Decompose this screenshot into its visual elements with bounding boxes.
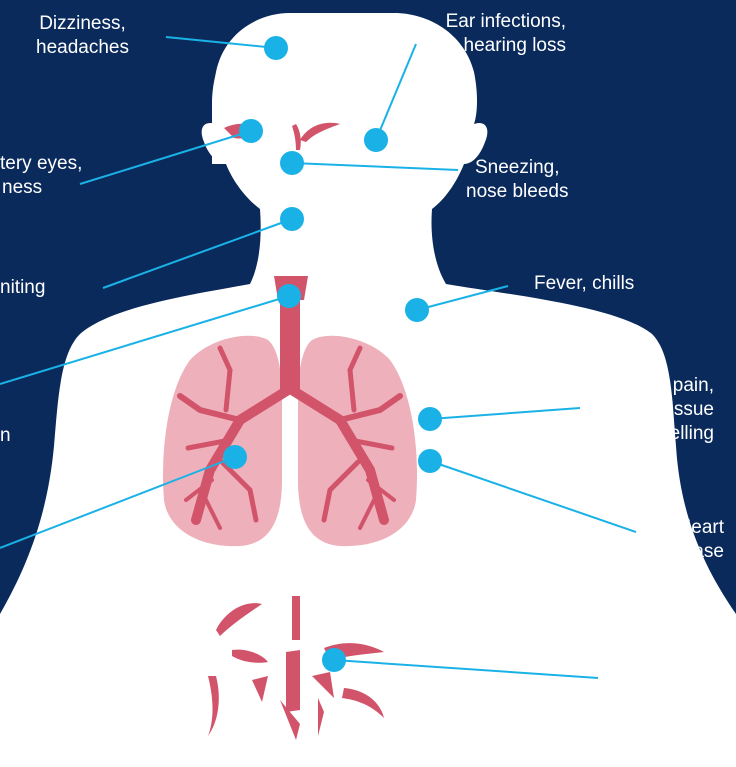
label-eyes-line2: ness: [0, 176, 82, 200]
label-left-cut: n: [0, 424, 11, 448]
marker-heart: [418, 449, 442, 473]
label-heart: Heart disease: [659, 516, 725, 564]
marker-nose: [280, 151, 304, 175]
marker-head: [264, 36, 288, 60]
label-chest-line1: Chest pain,: [618, 374, 714, 398]
label-fever: Fever, chills: [534, 272, 634, 296]
marker-throat: [277, 284, 301, 308]
label-fever-line1: Fever, chills: [534, 272, 634, 296]
label-muscle: Muscle pain, rashes: [627, 658, 734, 706]
label-nose-line2: nose bleeds: [466, 180, 568, 204]
label-heart-line2: disease: [659, 540, 725, 564]
marker-shoulder: [405, 298, 429, 322]
label-left-cut-line1: n: [0, 424, 11, 448]
label-muscle-line1: Muscle pain,: [627, 658, 734, 682]
marker-chest: [418, 407, 442, 431]
label-chest: Chest pain, lung tissue swelling: [618, 374, 714, 446]
label-chest-line2: lung tissue: [618, 398, 714, 422]
label-dizziness: Dizziness, headaches: [36, 12, 129, 60]
label-eyes: tery eyes, ness: [0, 152, 82, 200]
marker-lung: [223, 445, 247, 469]
label-heart-line1: Heart: [659, 516, 725, 540]
label-ear-line1: Ear infections,: [446, 10, 566, 34]
label-nose-line1: Sneezing,: [466, 156, 568, 180]
label-vomiting-line1: niting: [0, 276, 45, 300]
label-dizziness-line1: Dizziness,: [36, 12, 129, 36]
marker-ear: [364, 128, 388, 152]
trachea: [280, 296, 300, 392]
label-dizziness-line2: headaches: [36, 36, 129, 60]
marker-eye: [239, 119, 263, 143]
marker-abdomen: [322, 648, 346, 672]
head-shape: [212, 14, 390, 164]
label-ear-line2: hearing loss: [446, 34, 566, 58]
label-vomiting: niting: [0, 276, 45, 300]
label-eyes-line1: tery eyes,: [0, 152, 82, 176]
label-muscle-line2: rashes: [627, 682, 734, 706]
marker-mouth: [280, 207, 304, 231]
label-nose: Sneezing, nose bleeds: [466, 156, 568, 204]
label-chest-line3: swelling: [618, 422, 714, 446]
label-ear: Ear infections, hearing loss: [446, 10, 566, 58]
